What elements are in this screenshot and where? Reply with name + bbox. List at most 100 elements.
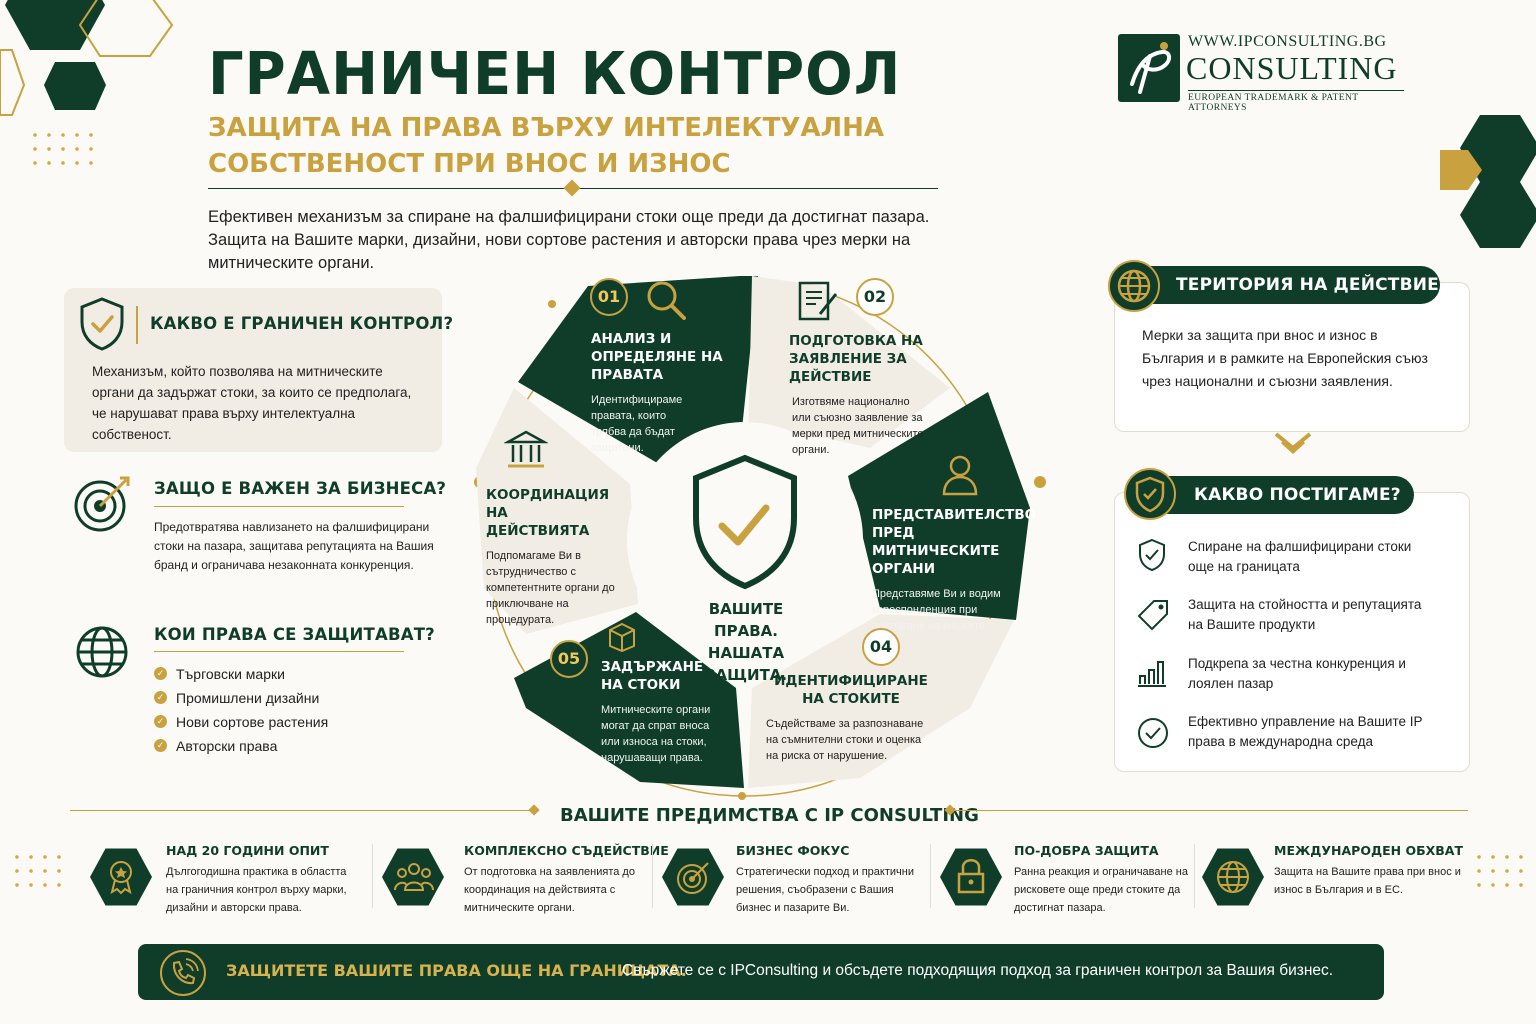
- globe-small-icon: [1217, 861, 1249, 893]
- step-02-desc: Изготвяме национално или съюзно заявлени…: [792, 396, 924, 456]
- adv-line-left: [70, 810, 534, 811]
- process-wheel: [474, 276, 1046, 800]
- adv-sep: [1194, 844, 1195, 908]
- adv-sep: [930, 844, 931, 908]
- segment-06: [476, 388, 638, 634]
- step-03-desc: Представяме Ви и водим кореспонденция пр…: [872, 588, 1001, 632]
- rights-title: КОИ ПРАВА СЕ ЗАЩИТАВАТ?: [154, 625, 435, 644]
- target-small-icon: [677, 862, 709, 894]
- list-item: ✓Промишлени дизайни: [154, 686, 328, 710]
- footer-cta-title: ЗАЩИТЕТЕ ВАШИТЕ ПРАВА ОЩЕ НА ГРАНИЦАТА.: [226, 961, 687, 980]
- shield-small-icon: [1139, 538, 1165, 572]
- step-02-title: ПОДГОТОВКА НА ЗАЯВЛЕНИЕ ЗА ДЕЙСТВИЕ: [789, 333, 923, 385]
- check-circle-icon: [1138, 718, 1168, 748]
- adv-1-hex: [90, 848, 152, 906]
- person-icon: [942, 455, 978, 496]
- step-02-badge: 02: [856, 278, 894, 316]
- why-text: Предотвратява навлизането на фалшифицира…: [154, 520, 434, 572]
- segment-02: [748, 276, 950, 448]
- adv-5-title: МЕЖДУНАРОДЕН ОБХВАТ: [1274, 843, 1463, 858]
- why-underline: [154, 506, 404, 507]
- check-icon: ✓: [154, 739, 167, 752]
- globe-icon: [76, 626, 128, 678]
- check-icon: ✓: [154, 715, 167, 728]
- step-03-title: ПРЕДСТАВИТЕЛСТВО ПРЕД МИТНИЧЕСКИТЕ ОРГАН…: [872, 507, 1037, 577]
- adv-line-right: [954, 810, 1468, 811]
- target-icon: [74, 476, 130, 532]
- what-divider: [136, 306, 138, 344]
- check-icon: ✓: [154, 667, 167, 680]
- phone-icon[interactable]: [160, 950, 206, 996]
- intro-text: Ефективен механизъм за спиране на фалшиф…: [208, 208, 930, 272]
- award-icon: [110, 861, 132, 895]
- achieve-card: [1114, 492, 1470, 772]
- list-item: ✓Нови сортове растения: [154, 710, 328, 734]
- adv-4-text: Ранна реакция и ограничаване на рисковет…: [1014, 866, 1188, 914]
- adv-sep: [652, 844, 653, 908]
- box-icon: [609, 622, 635, 652]
- adv-5-text: Защита на Вашите права при внос и износ …: [1274, 866, 1461, 896]
- chevron-down-icon: [1274, 432, 1312, 455]
- step-01: АНАЛИЗ И ОПРЕДЕЛЯНЕ НА ПРАВАТА Идентифиц…: [591, 330, 751, 456]
- logo-url[interactable]: WWW.IPCONSULTING.BG: [1188, 33, 1387, 50]
- logo-name: CONSULTING: [1186, 50, 1398, 86]
- segment-04: [748, 614, 1014, 788]
- page-title: ГРАНИЧЕН КОНТРОЛ: [208, 40, 902, 109]
- why-title: ЗАЩО Е ВАЖЕН ЗА БИЗНЕСА?: [154, 479, 447, 498]
- decor-dots-bottom-left: [10, 850, 70, 896]
- step-06: КООРДИНАЦИЯ НА ДЕЙСТВИЯТА Подпомагаме Ви…: [486, 486, 626, 628]
- footer-cta[interactable]: [138, 944, 1384, 1000]
- decor-hexagons-left: [0, 0, 174, 116]
- logo-mark: [1118, 34, 1180, 102]
- segment-01: [518, 276, 758, 468]
- adv-sep: [372, 844, 373, 908]
- list-item: ✓Търговски марки: [154, 662, 328, 686]
- logo-ip-icon: [1130, 42, 1171, 94]
- adv-3-title: БИЗНЕС ФОКУС: [736, 843, 850, 858]
- territory-globe-icon: [1108, 260, 1160, 312]
- logo-tagline: EUROPEAN TRADEMARK & PATENT ATTORNEYS: [1188, 90, 1404, 113]
- territory-text: Мерки за защита при внос и износ в Бълга…: [1142, 327, 1428, 389]
- step-01-desc: Идентифицираме правата, които трябва да …: [591, 394, 683, 454]
- decor-dots-left: [28, 128, 98, 172]
- what-text: Механизъм, който позволява на митнически…: [92, 364, 412, 442]
- price-tag-icon: [1137, 600, 1168, 631]
- step-02: ПОДГОТОВКА НА ЗАЯВЛЕНИЕ ЗА ДЕЙСТВИЕ Изго…: [778, 332, 948, 458]
- adv-2-hex: [382, 848, 444, 906]
- bar-chart-icon: [1138, 661, 1166, 687]
- achieve-item-1: Спиране на фалшифицирани стоки още на гр…: [1188, 539, 1412, 574]
- step-05-badge: 05: [550, 640, 588, 678]
- magnifier-icon: [647, 281, 686, 320]
- center-shield-icon: [693, 454, 797, 590]
- document-icon: [798, 281, 838, 321]
- achieve-pill: КАКВО ПОСТИГАМЕ?: [1140, 476, 1414, 514]
- step-05-desc: Митническите органи могат да спрат вноса…: [601, 704, 711, 764]
- territory-card: [1114, 282, 1470, 432]
- rights-underline: [154, 651, 404, 652]
- territory-pill: ТЕРИТОРИЯ НА ДЕЙСТВИЕ: [1130, 266, 1440, 304]
- shield-check-icon: [80, 297, 124, 351]
- courthouse-icon: [504, 430, 548, 468]
- adv-4-title: ПО-ДОБРА ЗАЩИТА: [1014, 843, 1159, 858]
- team-icon: [394, 863, 434, 891]
- adv-1-title: НАД 20 ГОДИНИ ОПИТ: [166, 843, 329, 858]
- rights-list: ✓Търговски марки ✓Промишлени дизайни ✓Но…: [154, 662, 328, 758]
- decor-dots-bottom-right: [1472, 850, 1532, 896]
- step-04-badge: 04: [862, 628, 900, 666]
- step-04: ИДЕНТИФИЦИРАНЕ НА СТОКИТЕ Съдействаме за…: [766, 672, 936, 764]
- decor-hexagons-right: [1440, 115, 1536, 248]
- adv-3-text: Стратегически подход и практични решения…: [736, 866, 914, 914]
- footer-cta-text: Свържете се с IPConsulting и обсъдете по…: [622, 962, 1334, 979]
- what-is-card: [64, 288, 442, 452]
- step-05-title: ЗАДЪРЖАНЕ НА СТОКИ: [601, 659, 704, 693]
- adv-2-text: От подготовка на заявленията до координа…: [464, 866, 635, 914]
- step-04-title: ИДЕНТИФИЦИРАНЕ НА СТОКИТЕ: [774, 673, 928, 707]
- adv-1-text: Дългогодишна практика в областта на гран…: [166, 866, 347, 914]
- step-06-title: КООРДИНАЦИЯ НА ДЕЙСТВИЯТА: [486, 487, 610, 539]
- advantages-title: ВАШИТЕ ПРЕДИМСТВА С IP CONSULTING: [560, 805, 979, 826]
- step-04-desc: Съдействаме за разпознаване на съмнителн…: [766, 718, 924, 762]
- what-title: КАКВО Е ГРАНИЧЕН КОНТРОЛ?: [150, 314, 454, 333]
- page-subtitle: ЗАЩИТА НА ПРАВА ВЪРХУ ИНТЕЛЕКТУАЛНА СОБС…: [208, 113, 885, 179]
- step-05: ЗАДЪРЖАНЕ НА СТОКИ Митническите органи м…: [601, 658, 731, 766]
- segment-03: [848, 392, 1030, 620]
